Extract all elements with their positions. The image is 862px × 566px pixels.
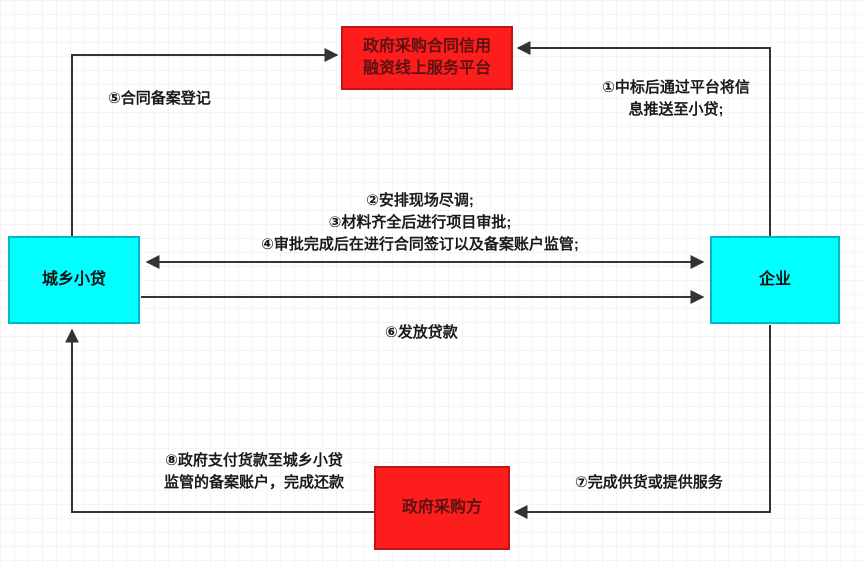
node-urban-rural-microloan: 城乡小贷 bbox=[8, 236, 140, 324]
node-enterprise: 企业 bbox=[710, 236, 840, 324]
edge-label-step2-3-4: ②安排现场尽调; ③材料齐全后进行项目审批; ④审批完成后在进行合同签订以及备案… bbox=[261, 192, 579, 253]
edge-label-step8: ⑧政府支付货款至城乡小贷 监管的备案账户，完成还款 bbox=[163, 452, 344, 491]
edge-label-step7: ⑦完成供货或提供服务 bbox=[575, 474, 723, 491]
node-financing-platform: 政府采购合同信用 融资线上服务平台 bbox=[341, 26, 513, 90]
node-government-purchaser: 政府采购方 bbox=[374, 466, 510, 550]
edge-label-step1: ①中标后通过平台将信 息推送至小贷; bbox=[602, 79, 750, 118]
edge-label-step5: ⑤合同备案登记 bbox=[108, 90, 211, 107]
edge-label-step6: ⑥发放贷款 bbox=[385, 324, 458, 341]
